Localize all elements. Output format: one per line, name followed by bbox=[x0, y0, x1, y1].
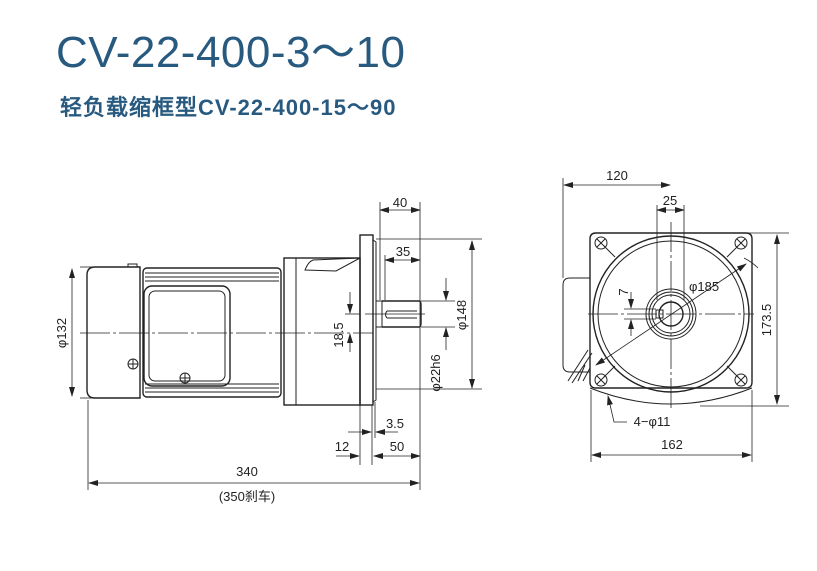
mounting-holes bbox=[594, 236, 748, 387]
fan-cover-tab bbox=[127, 263, 138, 268]
screw-icon bbox=[179, 372, 191, 384]
gearbox bbox=[283, 257, 361, 406]
dim-120: 120 bbox=[606, 168, 628, 183]
dim-340: 340 bbox=[236, 464, 258, 479]
flange bbox=[359, 234, 374, 406]
dim-3-5: 3.5 bbox=[386, 416, 404, 431]
fan-cover bbox=[86, 266, 141, 399]
key bbox=[385, 310, 417, 319]
dim-173-5: 173.5 bbox=[759, 304, 774, 337]
page-subtitle: 轻负载缩框型CV-22-400-15～90 bbox=[60, 95, 397, 120]
side-view: 40 35 18.5 φ132 φ148 φ22h6 3.5 12 50 340… bbox=[54, 195, 482, 504]
dim-7: 7 bbox=[616, 288, 631, 295]
motor-body bbox=[142, 267, 282, 398]
dim-40: 40 bbox=[393, 195, 407, 210]
dim-25: 25 bbox=[663, 193, 677, 208]
flange-plate bbox=[589, 232, 753, 389]
dim-phi132: φ132 bbox=[54, 318, 69, 348]
dim-phi185: φ185 bbox=[689, 279, 719, 294]
dim-12: 12 bbox=[335, 439, 349, 454]
dim-phi22h6: φ22h6 bbox=[428, 354, 443, 391]
front-view: 120 25 7 φ185 173.5 4−φ11 162 bbox=[562, 168, 789, 462]
dim-350-brake: (350刹车) bbox=[219, 489, 275, 504]
dim-4-phi11: 4−φ11 bbox=[634, 414, 671, 429]
motor-fins bbox=[145, 272, 279, 393]
cable bbox=[567, 349, 593, 384]
dim-phi148: φ148 bbox=[454, 300, 469, 330]
terminal-box bbox=[143, 285, 231, 387]
dim-35: 35 bbox=[396, 244, 410, 259]
dim-50: 50 bbox=[390, 439, 404, 454]
motor-tail bbox=[562, 277, 590, 373]
dim-18-5: 18.5 bbox=[331, 322, 346, 347]
page-title: CV-22-400-3～10 bbox=[56, 28, 406, 77]
screw-icon bbox=[127, 358, 139, 370]
dim-162: 162 bbox=[661, 437, 683, 452]
